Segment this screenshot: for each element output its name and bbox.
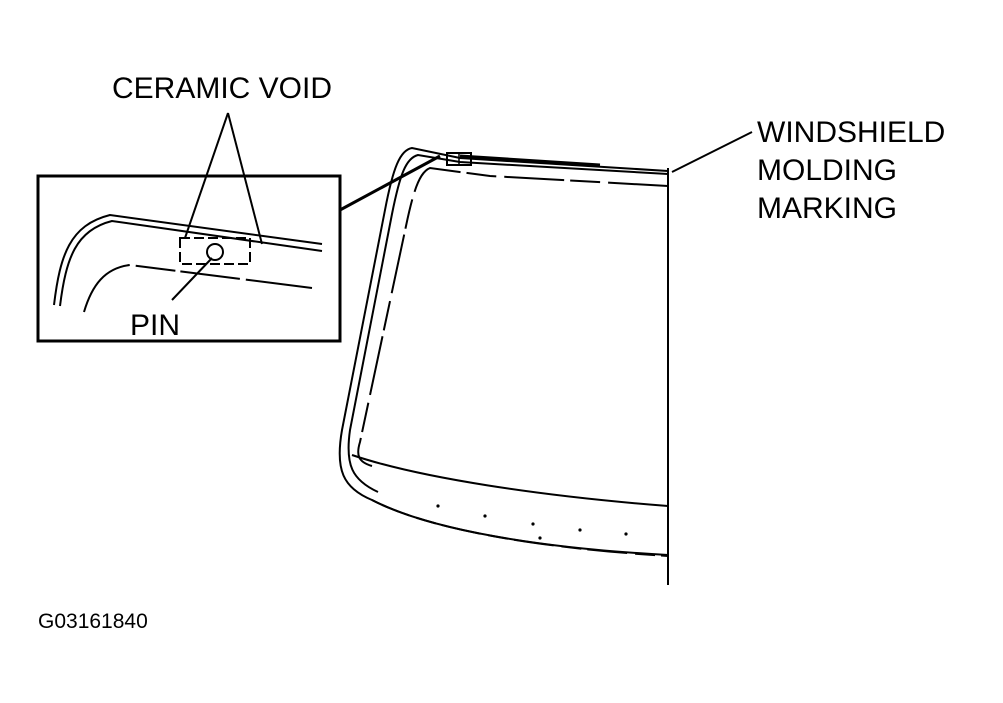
- windshield-molding-inner: [347, 153, 669, 493]
- ceramic-void-leader-left: [184, 112, 229, 239]
- ceramic-void-label: CERAMIC VOID: [112, 72, 332, 105]
- inset-molding-edge-inner: [59, 219, 323, 307]
- windshield-bottom-edge: [371, 499, 669, 557]
- inset-frame: [36, 174, 342, 343]
- windshield-molding-marking-label-line3: MARKING: [757, 192, 897, 225]
- windshield-outer-molding: [338, 146, 669, 556]
- ceramic-void-rect: [179, 237, 251, 265]
- molding-marking-leader: [671, 131, 753, 173]
- windshield-molding-marking-label-line1: WINDSHIELD: [757, 116, 945, 149]
- pin-label: PIN: [130, 309, 180, 342]
- windshield-ceramic-band: [351, 454, 669, 507]
- windshield: [338, 146, 669, 585]
- pin-leader: [171, 257, 213, 301]
- ceramic-void-leader-right: [227, 112, 263, 245]
- inset-glass-edge: [83, 263, 313, 313]
- windshield-top-line: [459, 154, 601, 167]
- pin-circle: [206, 243, 224, 261]
- ceramic-dots: [436, 504, 628, 540]
- windshield-glass-edge: [357, 166, 669, 467]
- detail-inset: [36, 112, 342, 343]
- windshield-molding-marking-label-line2: MOLDING: [757, 154, 897, 187]
- figure-code: G03161840: [38, 610, 148, 633]
- inset-molding-edge-outer: [53, 213, 323, 306]
